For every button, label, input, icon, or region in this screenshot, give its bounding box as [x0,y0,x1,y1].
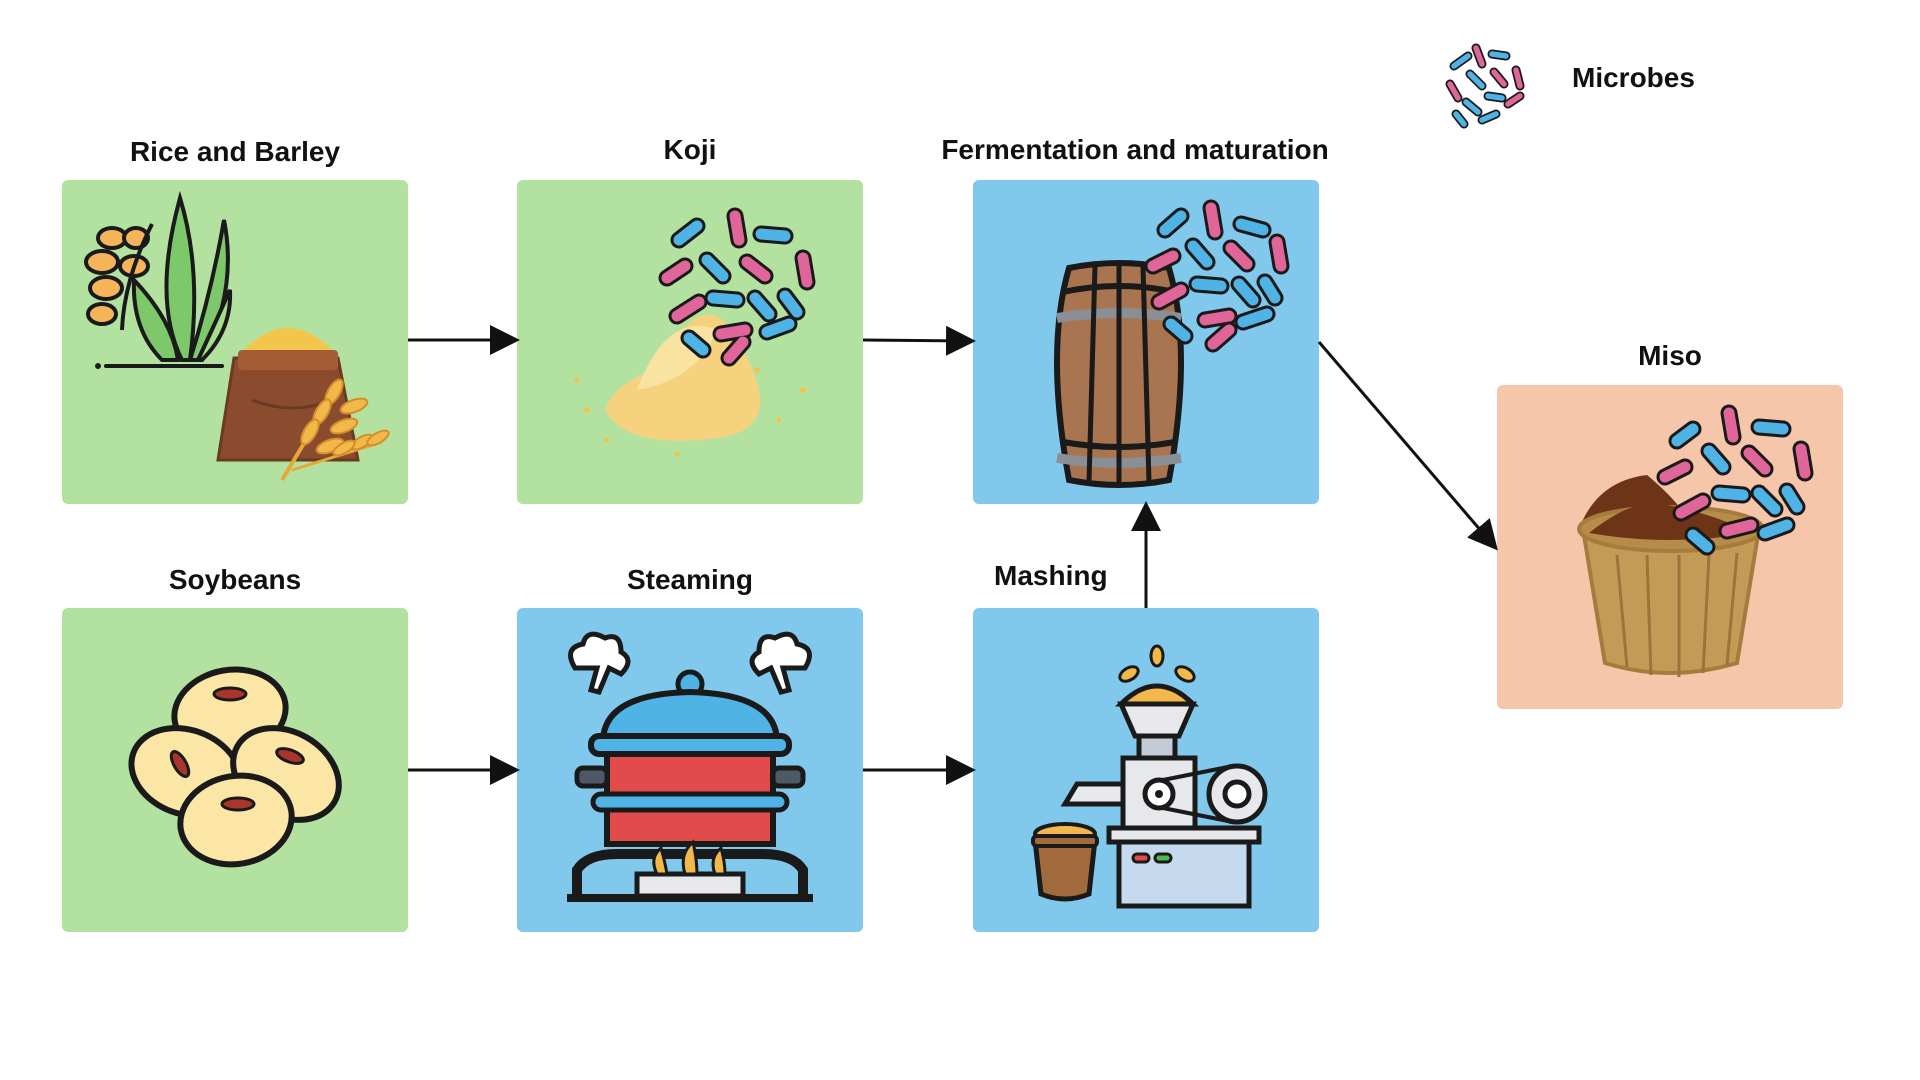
box-soybeans [62,608,408,932]
label-mashing: Mashing [994,560,1108,591]
microbes-icon [1445,43,1525,129]
label-miso: Miso [1638,340,1702,371]
box-fermentation [973,180,1319,504]
mashing-machine-icon [1031,644,1268,909]
legend: Microbes [1436,34,1896,134]
miso-bowl-icon [1577,404,1814,677]
arrow-fermentation-to-miso [1317,341,1498,551]
label-koji: Koji [663,134,717,165]
box-steaming [517,608,863,932]
box-koji [517,180,863,504]
arrow-koji-to-fermentation [862,325,976,356]
label-steaming: Steaming [626,564,754,595]
label-soybeans: Soybeans [168,564,302,595]
label-rice-barley: Rice and Barley [129,136,341,167]
label-fermentation: Fermentation and maturation [941,134,1329,165]
soybeans-icon [128,666,342,868]
legend-label: Microbes [1572,62,1695,93]
box-rice-barley [62,180,408,504]
grain-sack-icon [84,190,390,482]
box-miso [1497,385,1843,709]
box-mashing [973,608,1319,932]
barrel-microbes-icon [1054,199,1290,488]
koji-microbes-icon [574,207,816,457]
steaming-pot-icon [567,631,813,902]
